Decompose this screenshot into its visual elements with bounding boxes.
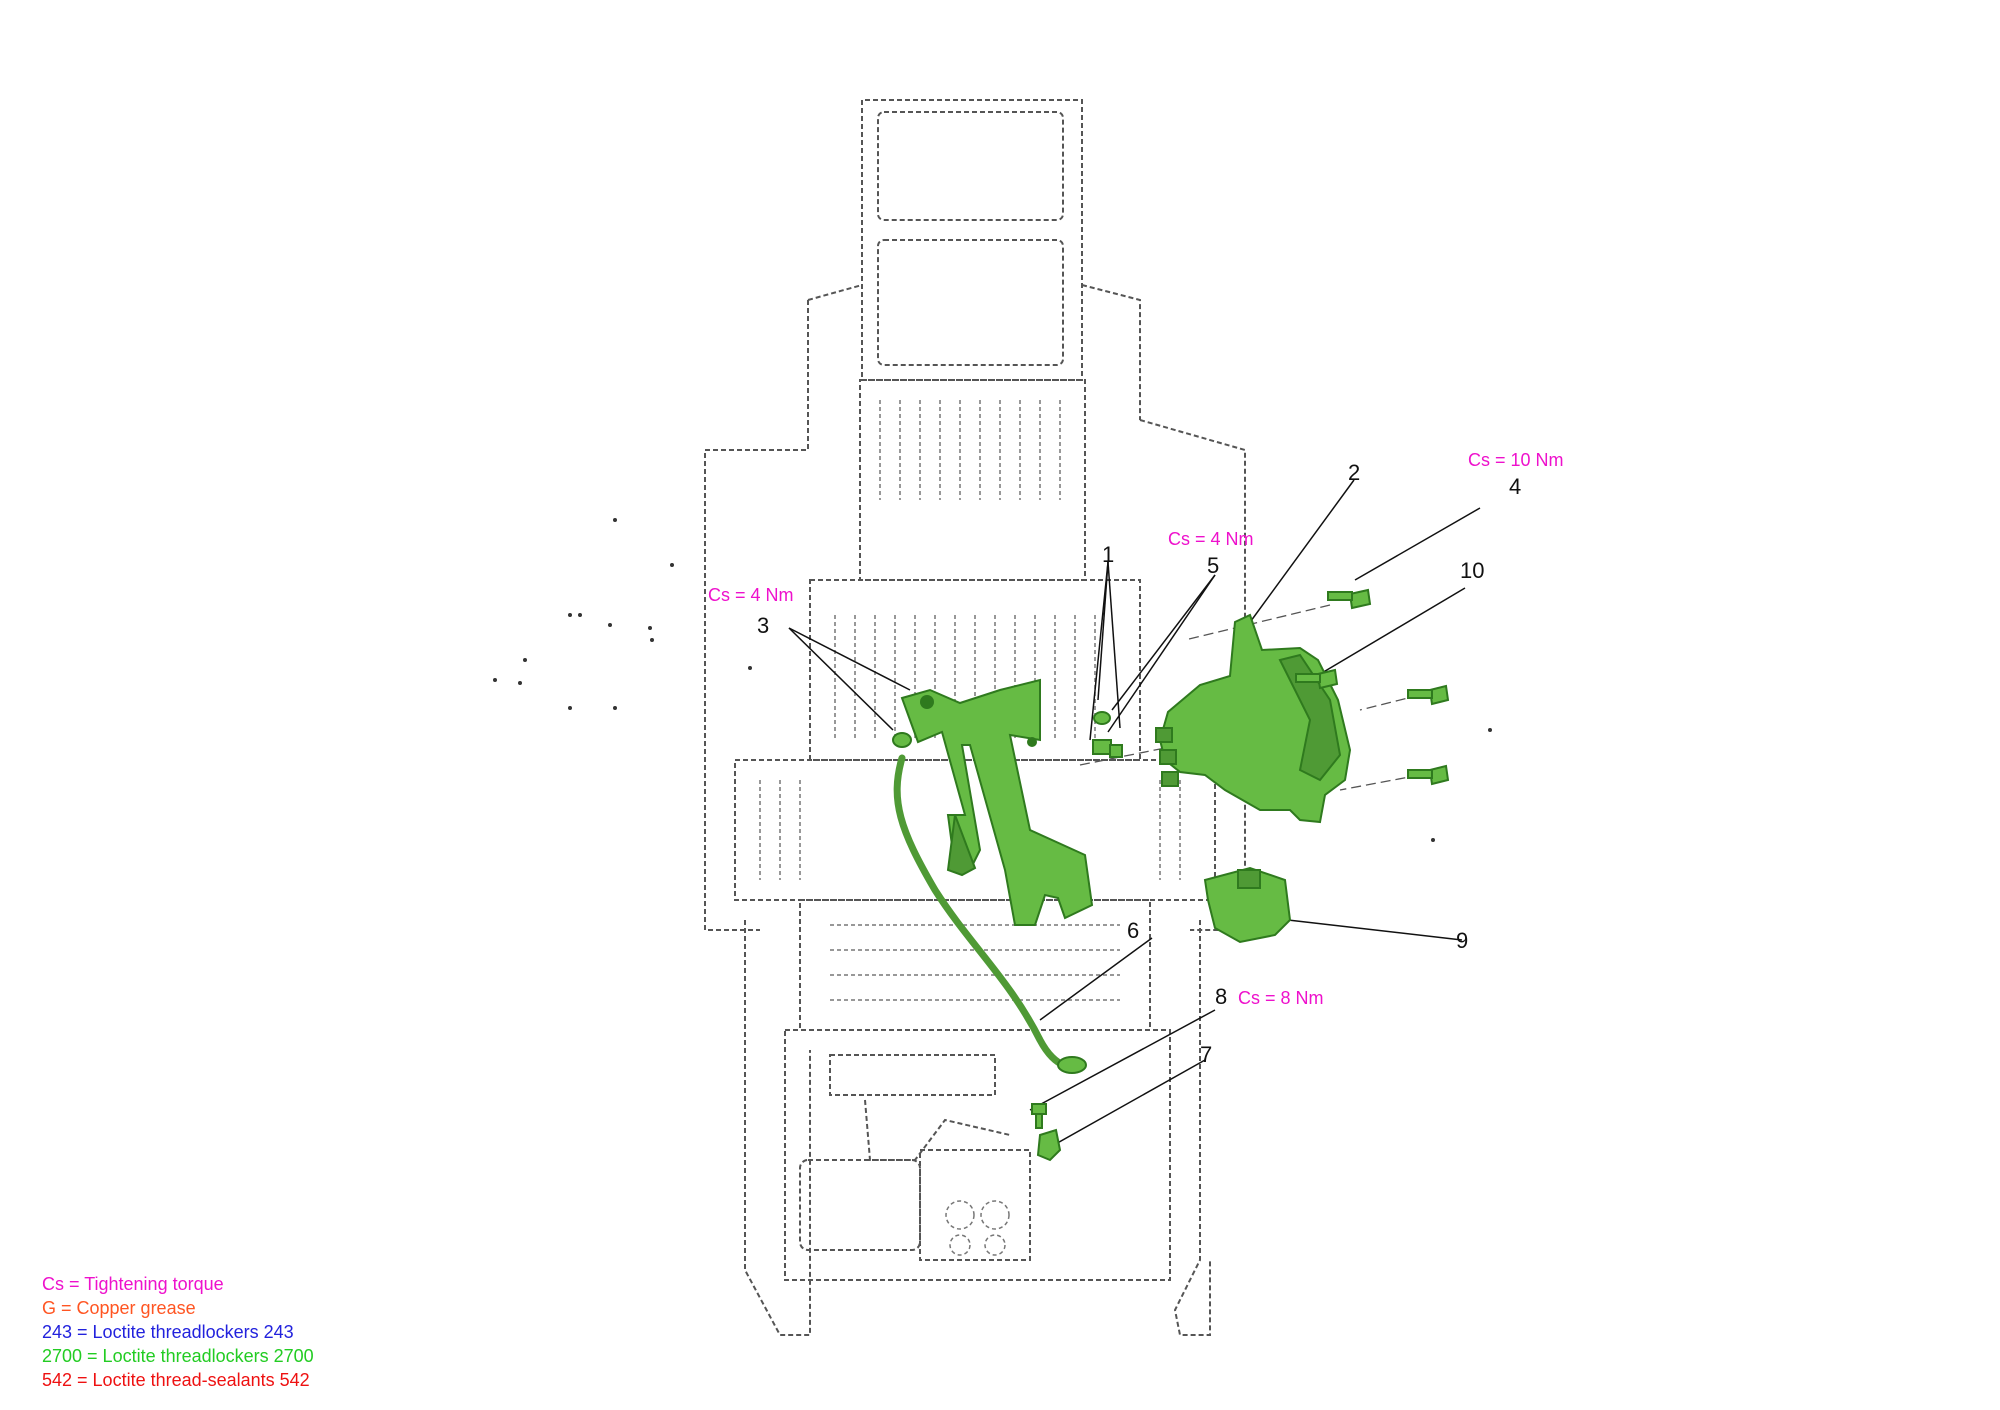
washer-part-3 xyxy=(892,711,1111,748)
legend-copper-grease: G = Copper grease xyxy=(42,1298,196,1318)
bracket-part-1 xyxy=(900,678,1094,926)
callout-3: 3 xyxy=(757,613,769,638)
torque-label-4nm-left: Cs = 4 Nm xyxy=(708,585,794,605)
connector-pins xyxy=(1155,727,1179,787)
torque-label-4nm-right: Cs = 4 Nm xyxy=(1168,529,1254,549)
legend-loctite-243: 243 = Loctite threadlockers 243 xyxy=(42,1322,294,1342)
legend: Cs = Tightening torque G = Copper grease… xyxy=(42,1272,314,1392)
callout-7: 7 xyxy=(1200,1042,1212,1067)
callout-4: 4 xyxy=(1509,474,1521,499)
legend-tightening-torque: Cs = Tightening torque xyxy=(42,1274,224,1294)
callout-8: 8 xyxy=(1215,984,1227,1009)
leader-lines xyxy=(788,479,1481,1151)
legend-loctite-542: 542 = Loctite thread-sealants 542 xyxy=(42,1370,310,1390)
torque-label-10nm: Cs = 10 Nm xyxy=(1468,450,1564,470)
bolt-part-4 xyxy=(1295,588,1450,786)
callout-2: 2 xyxy=(1348,460,1360,485)
cable-part-6 xyxy=(893,754,1069,1070)
bolt-part-8 xyxy=(1031,1103,1047,1129)
legend-loctite-2700: 2700 = Loctite threadlockers 2700 xyxy=(42,1346,314,1366)
clamp-part-7 xyxy=(1036,1128,1062,1162)
callout-10: 10 xyxy=(1460,558,1484,583)
callout-5: 5 xyxy=(1207,553,1219,578)
nut-part-5 xyxy=(1092,739,1123,758)
callout-1: 1 xyxy=(1102,542,1114,567)
torque-labels: Cs = 10 Nm Cs = 4 Nm Cs = 4 Nm Cs = 8 Nm xyxy=(708,450,1564,1008)
callout-6: 6 xyxy=(1127,918,1139,943)
sensor-part-9 xyxy=(1203,866,1292,944)
torque-label-8nm: Cs = 8 Nm xyxy=(1238,988,1324,1008)
callout-numbers: 1 2 3 4 5 6 7 8 9 10 xyxy=(757,460,1521,1067)
callout-9: 9 xyxy=(1456,928,1468,953)
